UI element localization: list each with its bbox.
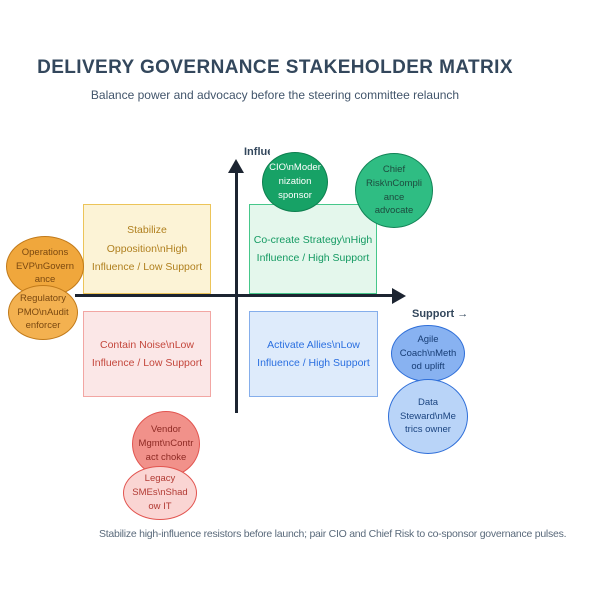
stakeholder-label: Chief Risk\nCompliance advocate (366, 163, 422, 217)
influence-axis-line (234, 170, 238, 413)
influence-axis-label: Influence ↑ (244, 146, 270, 158)
stakeholder-bubble-legacy-smes: Legacy SMEs\nShadow IT (123, 466, 197, 520)
arrow-right-icon (392, 287, 406, 304)
page-subtitle: Balance power and advocacy before the st… (90, 88, 460, 102)
quadrant-activate-allies: Activate Allies\nLow Influence / High Su… (249, 311, 378, 397)
stakeholder-label: Regulatory PMO\nAudit enforcer (17, 292, 69, 332)
stakeholder-bubble-chief-risk: Chief Risk\nCompliance advocate (355, 153, 433, 228)
stakeholder-label: Operations EVP\nGovernance (15, 246, 75, 286)
stakeholder-label: Vendor Mgmt\nContract choke (138, 424, 194, 463)
stakeholder-bubble-data-steward: Data Steward\nMetrics owner (388, 379, 468, 454)
page-title: DELIVERY GOVERNANCE STAKEHOLDER MATRIX (37, 57, 513, 78)
stakeholder-label: CIO\nModernization sponsor (269, 162, 321, 201)
quadrant-contain-noise: Contain Noise\nLow Influence / Low Suppo… (83, 311, 211, 397)
quadrant-stabilize-opposition: Stabilize Opposition\nHigh Influence / L… (83, 204, 211, 294)
stakeholder-label: Agile Coach\nMethod uplift (399, 333, 457, 373)
stakeholder-bubble-regulatory-pmo: Regulatory PMO\nAudit enforcer (8, 285, 78, 340)
quadrant-label: Activate Allies\nLow Influence / High Su… (257, 338, 370, 369)
quadrant-co-create-strategy: Co-create Strategy\nHigh Influence / Hig… (249, 204, 377, 294)
stakeholder-bubble-cio: CIO\nModernization sponsor (262, 152, 328, 212)
stakeholder-label: Data Steward\nMetrics owner (400, 396, 456, 436)
stakeholder-bubble-agile-coach: Agile Coach\nMethod uplift (391, 325, 465, 382)
footnote: Stabilize high-influence resistors befor… (99, 528, 567, 540)
support-axis-line (75, 293, 395, 297)
quadrant-label: Co-create Strategy\nHigh Influence / Hig… (253, 233, 373, 264)
quadrant-label: Contain Noise\nLow Influence / Low Suppo… (91, 338, 203, 369)
stakeholder-label: Legacy SMEs\nShadow IT (132, 473, 188, 512)
quadrant-label: Stabilize Opposition\nHigh Influence / L… (91, 224, 203, 274)
stakeholder-bubble-vendor-mgmt: Vendor Mgmt\nContract choke (132, 411, 200, 477)
arrow-up-icon (228, 159, 244, 173)
support-axis-label: Support → (412, 308, 469, 320)
